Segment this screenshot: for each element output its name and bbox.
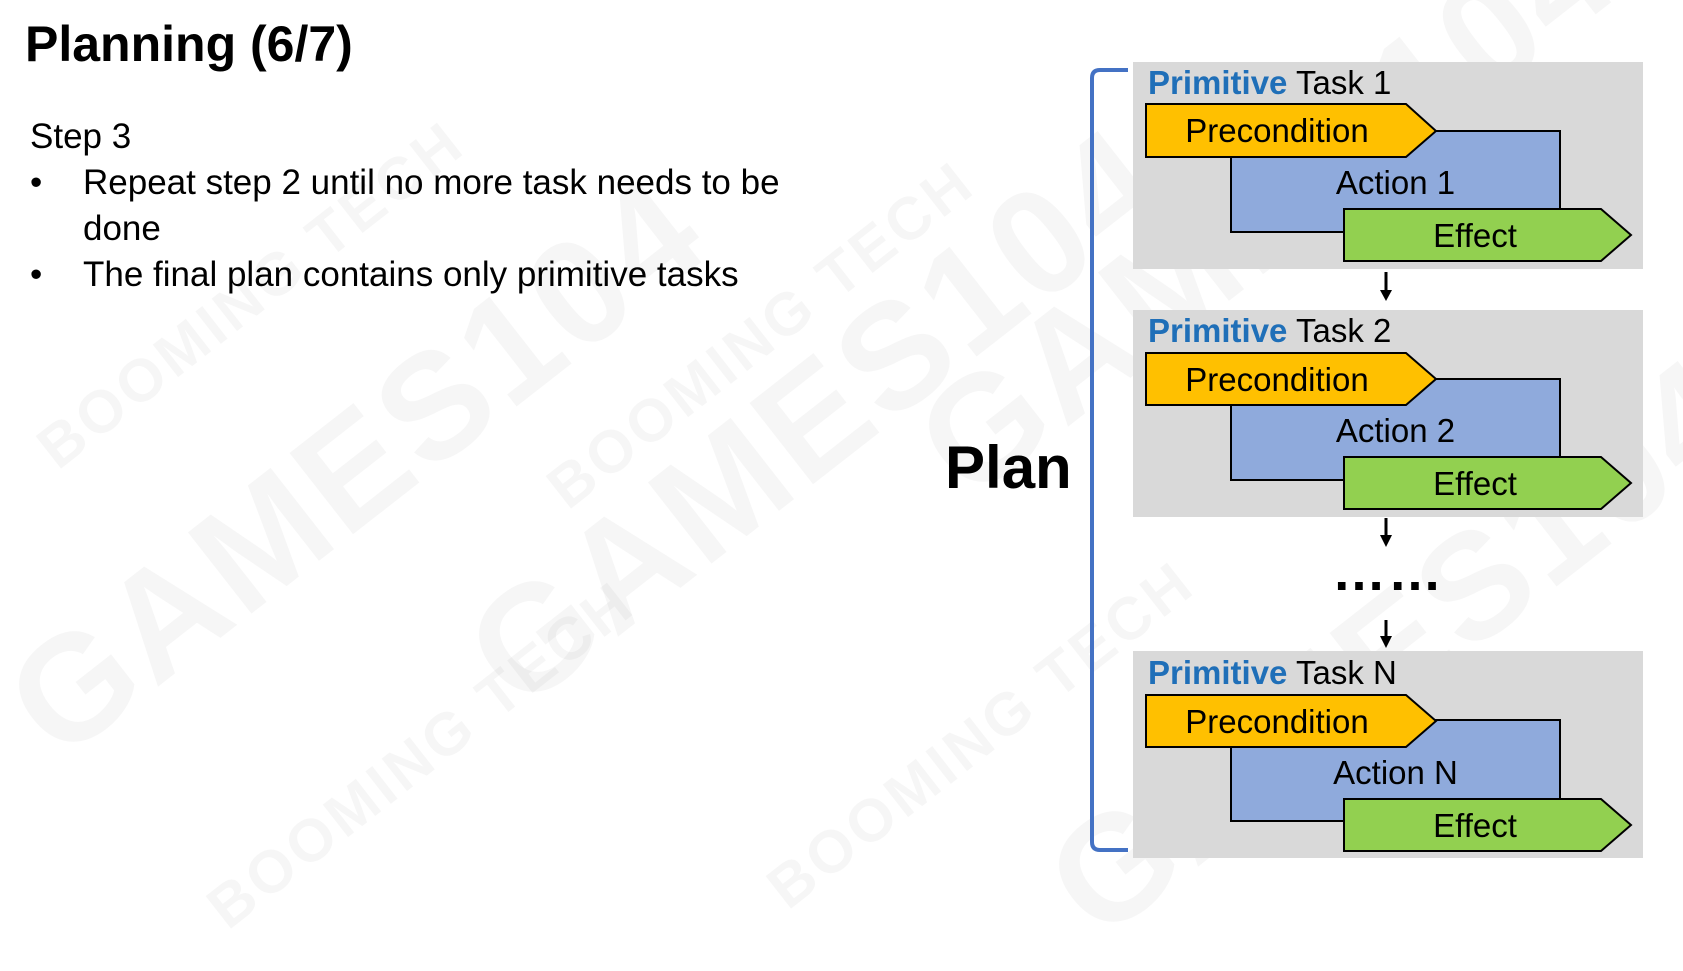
task-name: Task 1 bbox=[1295, 64, 1392, 101]
action-label: Action N bbox=[1333, 754, 1458, 791]
effect-arrow bbox=[1343, 456, 1633, 510]
precondition-label: Precondition bbox=[1185, 703, 1369, 740]
effect-label: Effect bbox=[1433, 217, 1517, 254]
task-title: Primitive Task N bbox=[1148, 656, 1397, 689]
primitive-keyword: Primitive bbox=[1148, 64, 1288, 101]
primitive-keyword: Primitive bbox=[1148, 654, 1288, 691]
effect-label: Effect bbox=[1433, 465, 1517, 502]
bullet-list: Repeat step 2 until no more task needs t… bbox=[30, 160, 890, 298]
bullet-item: The final plan contains only primitive t… bbox=[30, 252, 890, 298]
task-title: Primitive Task 1 bbox=[1148, 66, 1391, 99]
precondition-arrow bbox=[1145, 352, 1438, 406]
slide-title: Planning (6/7) bbox=[25, 16, 353, 72]
precondition-label: Precondition bbox=[1185, 361, 1369, 398]
flow-arrow-head bbox=[1380, 290, 1392, 301]
task-name: Task 2 bbox=[1295, 312, 1392, 349]
flow-arrow-head bbox=[1380, 535, 1392, 547]
slide-content: Step 3 Repeat step 2 until no more task … bbox=[30, 114, 890, 298]
effect-label: Effect bbox=[1433, 807, 1517, 844]
precondition-arrow bbox=[1145, 103, 1438, 158]
plan-bracket bbox=[1090, 68, 1128, 852]
plan-label: Plan bbox=[945, 434, 1072, 501]
step-label: Step 3 bbox=[30, 117, 132, 156]
effect-arrow bbox=[1343, 208, 1633, 262]
precondition-arrow bbox=[1145, 694, 1438, 748]
task-name: Task N bbox=[1295, 654, 1397, 691]
task-title: Primitive Task 2 bbox=[1148, 314, 1391, 347]
action-label: Action 1 bbox=[1335, 164, 1456, 201]
precondition-label: Precondition bbox=[1185, 112, 1369, 149]
plan-diagram bbox=[1090, 62, 1643, 858]
bullet-item: Repeat step 2 until no more task needs t… bbox=[30, 160, 823, 252]
ellipsis: …… bbox=[1332, 542, 1444, 602]
flow-arrow-head bbox=[1380, 636, 1392, 648]
primitive-keyword: Primitive bbox=[1148, 312, 1288, 349]
effect-arrow bbox=[1343, 798, 1633, 852]
action-label: Action 2 bbox=[1335, 412, 1456, 449]
